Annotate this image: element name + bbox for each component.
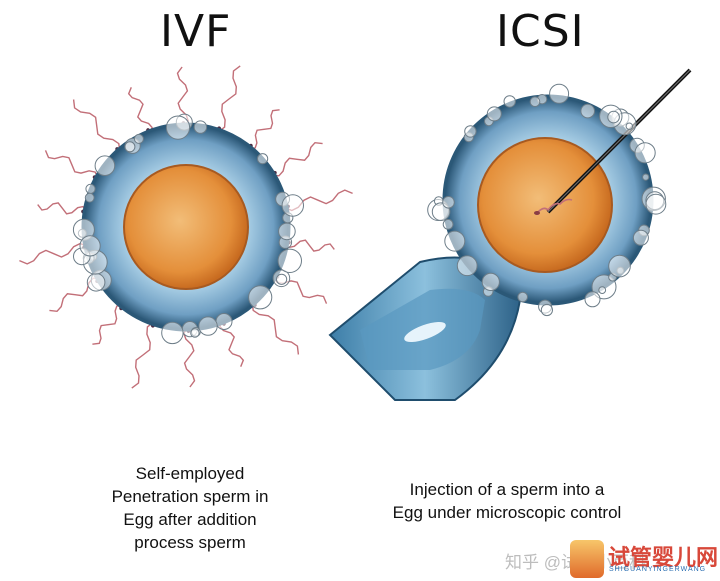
bubble xyxy=(190,328,200,338)
bubble xyxy=(529,96,541,107)
ivf-caption-line: Penetration sperm in xyxy=(111,487,269,506)
logo-text: 试管婴儿网 xyxy=(608,546,719,571)
ivf-title: IVF xyxy=(160,6,232,57)
icsi-title: ICSI xyxy=(496,6,585,57)
bubble xyxy=(549,83,570,104)
bubble xyxy=(193,120,208,134)
bubble xyxy=(456,255,478,277)
sperm-tail xyxy=(251,301,300,355)
ivf-caption-line: process sperm xyxy=(134,533,246,552)
icsi-egg xyxy=(328,68,692,401)
bubble xyxy=(276,273,288,285)
sperm-tail xyxy=(271,141,323,177)
icsi-caption: Injection of a sperm into a Egg under mi… xyxy=(372,478,642,524)
ivf-caption-line: Egg after addition xyxy=(123,510,257,529)
ivf-caption-line: Self-employed xyxy=(135,464,245,483)
bubble xyxy=(464,125,477,138)
bubble xyxy=(278,222,296,241)
bubble xyxy=(598,286,607,295)
bubble xyxy=(444,230,466,252)
ivf-bubbles xyxy=(72,113,304,345)
icsi-caption-line: Injection of a sperm into a xyxy=(409,480,605,499)
pipette-highlight xyxy=(404,322,446,342)
sperm-tail xyxy=(217,65,241,133)
bubble xyxy=(94,155,116,176)
bubble xyxy=(86,273,106,292)
bubble xyxy=(215,313,233,330)
sperm-tail xyxy=(183,326,196,388)
bubble xyxy=(257,153,269,165)
site-logo: 试管婴儿网 SHIGUANYINGERWANG xyxy=(570,538,720,581)
ivf-egg xyxy=(19,65,353,389)
sperm-tail xyxy=(19,242,89,265)
sperm-tail xyxy=(92,304,124,345)
bubble xyxy=(625,122,633,130)
bubble xyxy=(584,291,601,308)
bubble xyxy=(642,173,650,181)
bubble xyxy=(161,321,184,345)
injected-sperm xyxy=(537,198,573,213)
bubble xyxy=(198,316,218,336)
bubble xyxy=(277,248,302,273)
bubble xyxy=(645,193,667,215)
ivf-yolk xyxy=(123,164,249,290)
sperm-tail xyxy=(72,99,121,153)
bubble xyxy=(165,115,191,140)
bubble xyxy=(79,235,101,257)
ivf-caption: Self-employed Penetration sperm in Egg a… xyxy=(80,462,300,554)
sperm-tail xyxy=(284,239,335,252)
bubble xyxy=(634,142,656,164)
sperm-tail xyxy=(37,202,88,215)
bubble xyxy=(486,106,502,122)
sperm-tail xyxy=(127,87,153,135)
bubble xyxy=(442,196,455,209)
bubble xyxy=(632,229,649,246)
bubble xyxy=(85,183,96,194)
bubble xyxy=(607,110,620,124)
bubble xyxy=(84,192,95,203)
bubble xyxy=(517,291,529,303)
logo-subtext: SHIGUANYINGERWANG xyxy=(609,566,707,573)
bubble xyxy=(580,103,596,119)
icsi-caption-line: Egg under microscopic control xyxy=(392,503,622,522)
bubble xyxy=(608,254,631,278)
bubble xyxy=(481,272,500,291)
sperm-tail xyxy=(131,321,155,389)
icsi-yolk xyxy=(477,137,613,273)
logo-icon xyxy=(570,540,604,578)
bubble xyxy=(248,285,273,310)
bubble xyxy=(281,194,304,217)
bubble xyxy=(503,95,516,108)
sperm-tail xyxy=(248,109,280,150)
bubble xyxy=(133,133,144,144)
sperm-tail xyxy=(44,150,99,180)
bubble xyxy=(540,303,554,317)
bubble xyxy=(124,141,136,153)
bubble xyxy=(442,218,454,230)
icsi-bubbles xyxy=(427,83,667,317)
